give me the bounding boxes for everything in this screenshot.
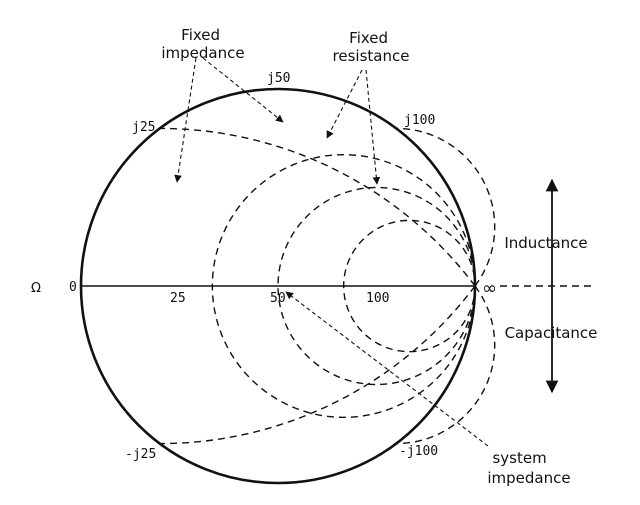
fixed-resistance-label-line2: resistance bbox=[333, 47, 410, 65]
reactance-arc-pos-100 bbox=[396, 127, 496, 287]
smith-chart-plot bbox=[79, 87, 596, 485]
fixed-resistance-callouts bbox=[326, 69, 381, 185]
fixed-impedance-arrow-right bbox=[202, 57, 284, 123]
resistance-tick-25: 25 bbox=[170, 291, 186, 306]
resistance-tick-50: 50 bbox=[270, 291, 286, 306]
reactance-arc-neg-25 bbox=[159, 285, 476, 445]
fixed-impedance-arrow-left bbox=[174, 57, 197, 183]
reactance-arc-pos-25 bbox=[159, 127, 476, 287]
fixed-resistance-label-line1: Fixed bbox=[349, 29, 388, 47]
reactance-tick-j50: j50 bbox=[267, 71, 290, 86]
reactance-tick-neg-j100: -j100 bbox=[399, 444, 438, 459]
fixed-impedance-label-line1: Fixed bbox=[181, 26, 220, 44]
reactance-arc-neg-50 bbox=[277, 285, 476, 484]
system-impedance-label-line1: system bbox=[492, 449, 546, 467]
fixed-resistance-arrow-left bbox=[326, 69, 363, 139]
zero-label: 0 bbox=[69, 280, 77, 295]
svg-text:Fixed resistance: Fixed resistance bbox=[333, 29, 410, 65]
fixed-impedance-label-line2: impedance bbox=[161, 44, 244, 62]
reactance-arc-neg-100 bbox=[396, 285, 496, 445]
reactance-arc-pos-50 bbox=[277, 88, 476, 287]
system-impedance-label-line2: impedance bbox=[487, 469, 570, 487]
infinity-label: ∞ bbox=[482, 278, 497, 299]
reactance-tick-j100: j100 bbox=[404, 113, 435, 128]
system-impedance-arrow bbox=[285, 291, 489, 447]
fixed-impedance-callouts bbox=[174, 57, 284, 183]
inductance-label: Inductance bbox=[504, 234, 587, 252]
svg-text:system impedance: system impedance bbox=[487, 449, 570, 487]
reactance-tick-neg-j25: -j25 bbox=[125, 447, 156, 462]
ohm-symbol: Ω bbox=[31, 281, 41, 296]
resistance-tick-100: 100 bbox=[366, 291, 389, 306]
fixed-resistance-arrow-right bbox=[365, 69, 381, 185]
svg-text:Fixed impedance: Fixed impedance bbox=[161, 26, 244, 62]
capacitance-label: Capacitance bbox=[505, 324, 598, 342]
reactance-tick-j25: j25 bbox=[132, 120, 155, 135]
